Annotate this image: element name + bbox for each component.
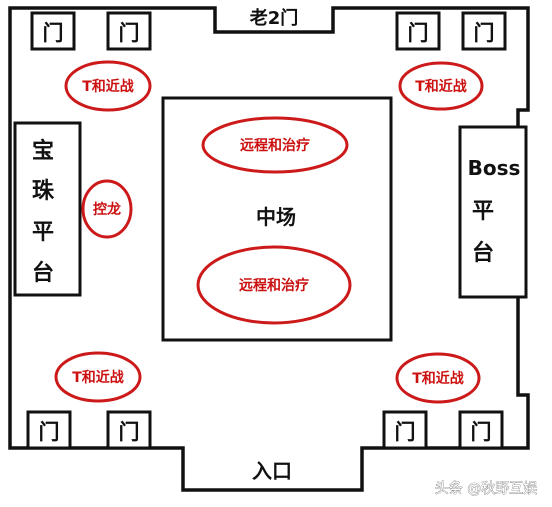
orb-platform bbox=[13, 121, 82, 297]
door-top-right-1: 门 bbox=[395, 11, 441, 51]
svg-text:门: 门 bbox=[43, 21, 64, 45]
door-top-left-2: 门 bbox=[106, 11, 152, 51]
door-bottom-left-2: 门 bbox=[106, 410, 152, 450]
svg-text:T和近战: T和近战 bbox=[412, 370, 464, 387]
tank-melee-marker-bottom-right: T和近战 bbox=[395, 352, 481, 404]
tank-melee-marker-top-right: T和近战 bbox=[398, 61, 484, 111]
svg-text:门: 门 bbox=[474, 21, 495, 45]
tank-melee-marker-top-left: T和近战 bbox=[64, 60, 152, 112]
entrance-label: 入口 bbox=[252, 459, 292, 483]
svg-text:门: 门 bbox=[119, 420, 140, 444]
center-arena bbox=[161, 96, 393, 342]
boss-platform-label-2: 平 bbox=[472, 199, 494, 224]
boss-platform-label-1: Boss bbox=[468, 156, 521, 180]
svg-text:门: 门 bbox=[471, 420, 492, 444]
outer-wall bbox=[8, 6, 530, 492]
svg-text:远程和治疗: 远程和治疗 bbox=[240, 137, 310, 154]
door-bottom-right-1: 门 bbox=[382, 410, 428, 450]
svg-text:门: 门 bbox=[408, 21, 429, 45]
ranged-healer-marker-top: 远程和治疗 bbox=[201, 116, 349, 174]
boss-platform-label-3: 台 bbox=[472, 240, 494, 266]
svg-text:T和近战: T和近战 bbox=[415, 78, 467, 95]
svg-text:门: 门 bbox=[395, 420, 416, 444]
svg-text:T和近战: T和近战 bbox=[82, 78, 134, 95]
watermark: 头条 @秋野互娱 bbox=[435, 480, 537, 497]
top-gate-label: 老2门 bbox=[250, 7, 299, 29]
ranged-healer-marker-bottom: 远程和治疗 bbox=[196, 245, 352, 325]
dragon-control-marker: 控龙 bbox=[81, 179, 133, 239]
orb-platform-label-2: 珠 bbox=[32, 179, 55, 204]
door-top-left-1: 门 bbox=[30, 11, 76, 51]
center-label: 中场 bbox=[256, 205, 296, 229]
boss-platform bbox=[458, 125, 528, 299]
svg-text:控龙: 控龙 bbox=[93, 201, 121, 218]
door-bottom-right-2: 门 bbox=[458, 410, 504, 450]
svg-text:门: 门 bbox=[119, 21, 140, 45]
orb-platform-label-1: 宝 bbox=[32, 138, 54, 164]
orb-platform-label-4: 台 bbox=[32, 260, 54, 286]
door-bottom-left-1: 门 bbox=[26, 410, 72, 450]
svg-text:T和近战: T和近战 bbox=[72, 369, 124, 386]
door-top-right-2: 门 bbox=[461, 11, 507, 51]
svg-text:远程和治疗: 远程和治疗 bbox=[239, 277, 309, 294]
orb-platform-label-3: 平 bbox=[32, 220, 54, 245]
svg-text:门: 门 bbox=[39, 420, 60, 444]
tank-melee-marker-bottom-left: T和近战 bbox=[54, 351, 142, 403]
